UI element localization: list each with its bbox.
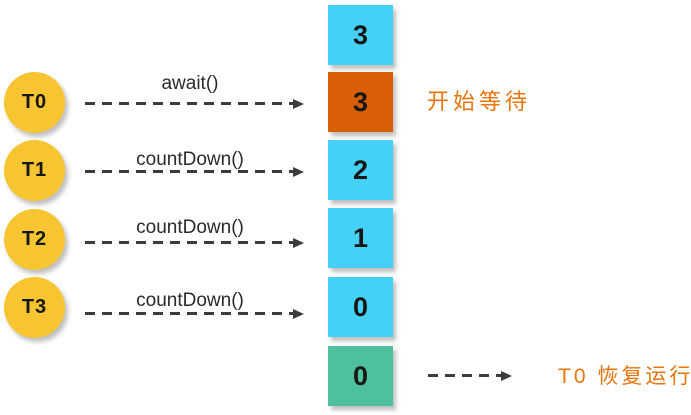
method-call-label: await() xyxy=(161,73,219,94)
arrow-head-icon xyxy=(293,98,304,109)
arrow-head-icon xyxy=(293,237,304,248)
latch-count-value: 3 xyxy=(352,19,369,50)
annotation-resume: T0 恢复运行 xyxy=(558,365,691,388)
arrow-head-icon xyxy=(293,308,304,319)
dashed-arrow xyxy=(85,237,304,248)
method-call-label: countDown() xyxy=(136,290,244,311)
latch-count-box: 2 xyxy=(328,140,393,200)
dashed-arrow xyxy=(85,308,304,319)
thread-node-t2: T2 xyxy=(4,209,65,270)
latch-count-box-released: 0 xyxy=(328,346,393,406)
latch-count-box: 3 xyxy=(328,5,393,65)
latch-count-box: 1 xyxy=(328,208,393,268)
thread-label: T1 xyxy=(21,159,48,181)
thread-node-t0: T0 xyxy=(4,72,65,133)
method-call-label: countDown() xyxy=(136,149,244,170)
latch-count-box-waiting: 3 xyxy=(328,72,393,132)
arrow-head-icon xyxy=(293,166,304,177)
thread-node-t3: T3 xyxy=(4,277,65,338)
thread-label: T3 xyxy=(21,296,48,318)
thread-row-t2: T2 countDown() xyxy=(0,209,330,271)
dashed-arrow xyxy=(85,166,304,177)
thread-row-t3: T3 countDown() xyxy=(0,277,330,339)
thread-row-t0: T0 await() xyxy=(0,72,330,134)
latch-count-value: 2 xyxy=(352,154,369,185)
dashed-arrow xyxy=(85,98,304,109)
latch-count-value: 0 xyxy=(352,291,369,322)
thread-label: T0 xyxy=(21,91,48,113)
latch-count-value: 1 xyxy=(352,222,369,253)
resume-dashed-arrow xyxy=(428,370,512,381)
latch-count-value: 3 xyxy=(352,86,369,117)
thread-row-t1: T1 countDown() xyxy=(0,140,330,202)
latch-count-value: 0 xyxy=(352,360,369,391)
latch-count-box: 0 xyxy=(328,277,393,337)
thread-label: T2 xyxy=(21,228,48,250)
method-call-label: countDown() xyxy=(136,217,244,238)
thread-node-t1: T1 xyxy=(4,140,65,201)
arrow-head-icon xyxy=(501,370,512,381)
annotation-start-waiting: 开始等待 xyxy=(427,89,532,114)
